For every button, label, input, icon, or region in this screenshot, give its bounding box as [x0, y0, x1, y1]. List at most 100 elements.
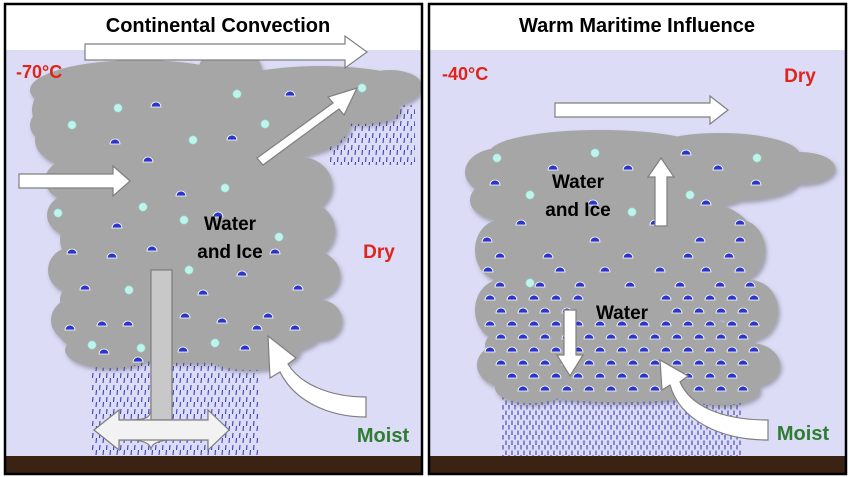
water-droplet	[539, 307, 551, 314]
water-droplet	[517, 359, 529, 366]
water-droplet	[216, 317, 228, 324]
water-droplet	[649, 385, 661, 392]
water-droplet	[142, 156, 154, 163]
water-droplet	[528, 346, 540, 353]
water-droplet	[550, 372, 562, 379]
water-droplet	[594, 346, 606, 353]
water-droplet	[624, 281, 636, 288]
water-droplet	[638, 346, 650, 353]
moist-label-right: Moist	[777, 423, 830, 445]
ice-crystal	[113, 103, 123, 113]
water-droplet	[495, 307, 507, 314]
water-droplet	[79, 284, 91, 291]
dry-label-right: Dry	[784, 66, 816, 87]
water-droplet	[594, 320, 606, 327]
water-droplet	[638, 320, 650, 327]
water-droplet	[289, 324, 301, 331]
water-droplet	[605, 359, 617, 366]
water-droplet	[583, 385, 595, 392]
moist-label-left: Moist	[357, 425, 410, 447]
water-droplet	[251, 324, 263, 331]
water-droplet	[572, 294, 584, 301]
water-droplet	[506, 346, 518, 353]
water-droplet	[506, 320, 518, 327]
water-droplet	[594, 372, 606, 379]
water-droplet	[693, 333, 705, 340]
ice-crystal	[492, 153, 502, 163]
water-droplet	[700, 199, 712, 206]
water-droplet	[715, 359, 727, 366]
water-droplet	[700, 266, 712, 273]
water-droplet	[583, 333, 595, 340]
moist-inflow-curved-arrow-right	[659, 358, 769, 441]
water-droplet	[654, 266, 666, 273]
ground-left	[5, 456, 422, 474]
water-droplet	[292, 284, 304, 291]
ice-crystal	[53, 208, 63, 218]
water-droplet	[694, 236, 706, 243]
ice-crystal	[220, 183, 230, 193]
cloud-label-left-line1: Water	[204, 214, 257, 235]
water-droplet	[704, 294, 716, 301]
water-droplet	[539, 333, 551, 340]
water-droplet	[269, 248, 281, 255]
water-droplet	[547, 164, 559, 171]
water-droplet	[574, 281, 586, 288]
water-droplet	[744, 281, 756, 288]
water-droplet	[682, 294, 694, 301]
water-droplet	[737, 333, 749, 340]
ice-crystal	[138, 202, 148, 212]
water-droplet	[704, 320, 716, 327]
water-droplet	[517, 307, 529, 314]
water-droplet	[484, 294, 496, 301]
water-droplet	[494, 281, 506, 288]
water-droplet	[748, 346, 760, 353]
upper-outflow-arrow-right	[554, 94, 729, 126]
temperature-label-left: -70°C	[16, 62, 62, 82]
water-droplet	[98, 348, 110, 355]
water-droplet	[599, 266, 611, 273]
ice-crystal	[179, 215, 189, 225]
water-droplet	[561, 385, 573, 392]
water-droplet	[671, 307, 683, 314]
water-droplet	[737, 385, 749, 392]
water-droplet	[515, 219, 527, 226]
water-droplet	[111, 222, 123, 229]
water-droplet	[489, 179, 501, 186]
water-droplet	[482, 266, 494, 273]
water-droplet	[616, 320, 628, 327]
ice-crystal	[124, 285, 134, 295]
water-droplet	[734, 236, 746, 243]
water-droplet	[539, 359, 551, 366]
water-droplet	[550, 320, 562, 327]
ice-crystal	[752, 153, 762, 163]
panel-title-right: Warm Maritime Influence	[519, 15, 755, 37]
temperature-label-right: -40°C	[442, 64, 488, 84]
water-droplet	[550, 294, 562, 301]
water-droplet	[239, 344, 251, 351]
water-droplet	[197, 289, 209, 296]
ice-crystals-left	[53, 83, 367, 353]
water-droplet	[226, 134, 238, 141]
ice-crystal	[184, 265, 194, 275]
water-droplet	[660, 346, 672, 353]
water-droplet	[715, 385, 727, 392]
water-droplet	[506, 294, 518, 301]
water-droplet	[671, 333, 683, 340]
ice-crystal	[357, 83, 367, 93]
water-droplet	[660, 294, 672, 301]
water-droplet	[212, 211, 224, 218]
cloud-label-right-line2: and Ice	[545, 200, 610, 221]
water-droplet	[726, 372, 738, 379]
water-droplet	[748, 320, 760, 327]
water-droplet	[616, 346, 628, 353]
water-droplet	[484, 320, 496, 327]
water-droplet	[517, 333, 529, 340]
water-droplet	[715, 307, 727, 314]
water-droplet	[726, 346, 738, 353]
water-droplet	[550, 346, 562, 353]
water-droplet	[179, 312, 191, 319]
water-droplet	[750, 179, 762, 186]
ground-right	[429, 456, 846, 474]
water-droplet	[726, 320, 738, 327]
